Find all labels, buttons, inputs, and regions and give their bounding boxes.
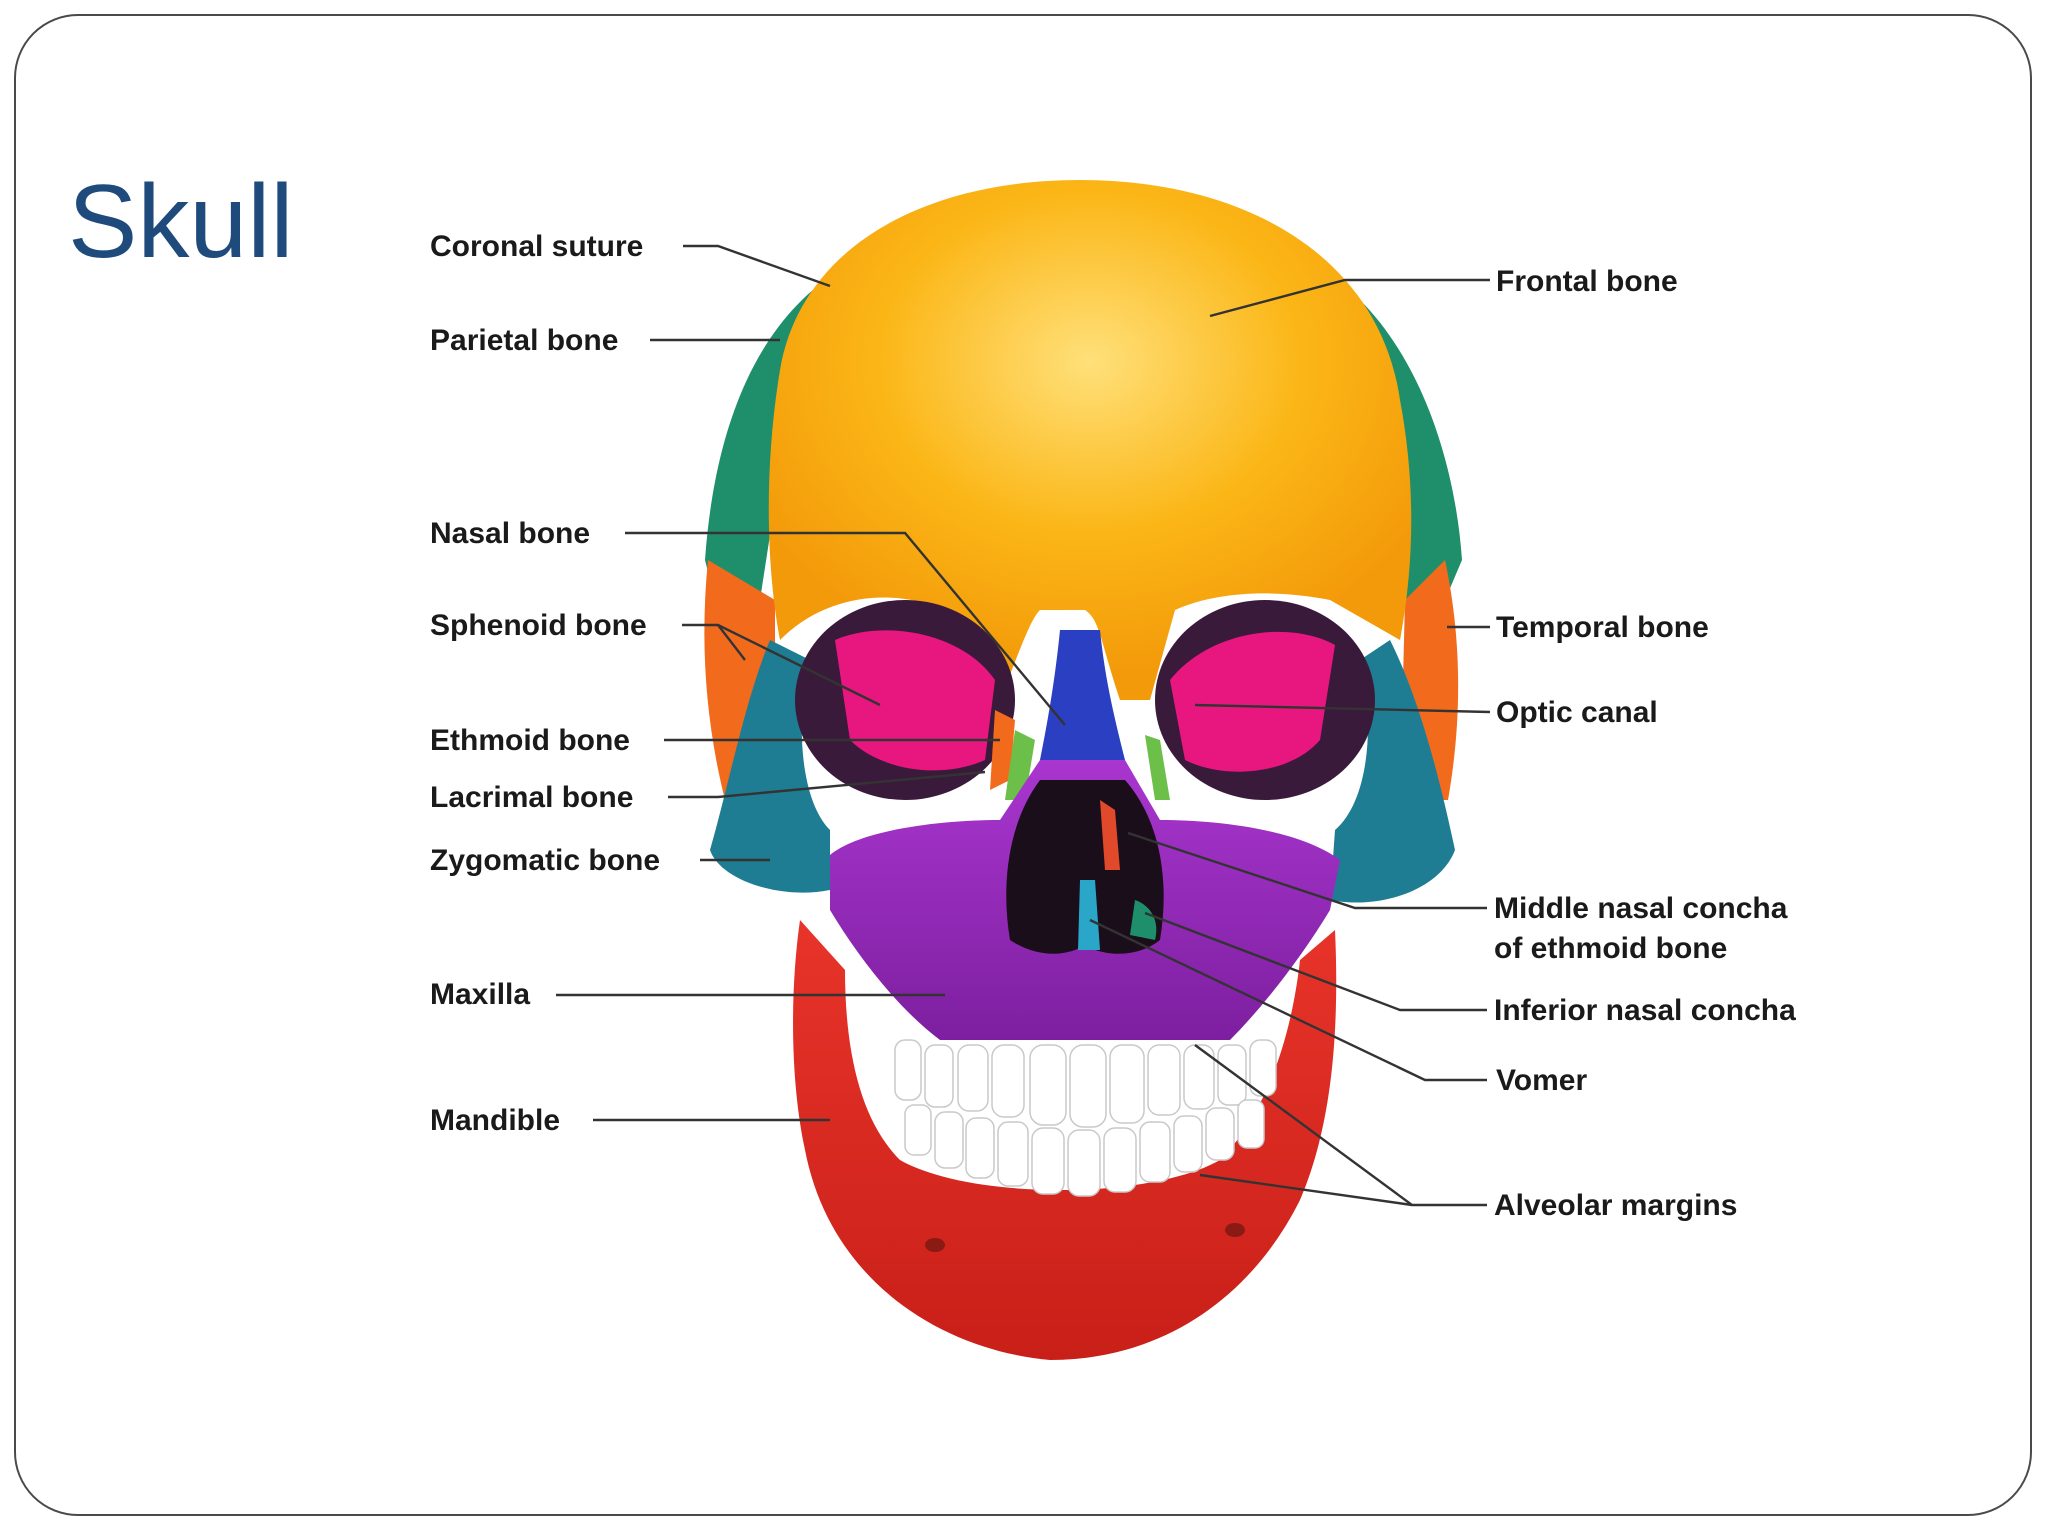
slide-title: Skull (68, 164, 294, 280)
label-lacrimal-bone: Lacrimal bone (430, 781, 633, 814)
label-nasal-bone: Nasal bone (430, 517, 590, 550)
lacrimal-bone-right-shape (1145, 735, 1170, 800)
label-ethmoid-bone: Ethmoid bone (430, 724, 630, 757)
leader-frontal-bone (1209, 278, 1490, 318)
label-optic-canal: Optic canal (1496, 696, 1658, 729)
leader-alveolar-margins-2 (1199, 1173, 1413, 1207)
label-alveolar-margins: Alveolar margins (1494, 1189, 1737, 1222)
leader-middle-nasal-concha (1127, 831, 1487, 910)
ethmoid-bone-shape (990, 710, 1015, 790)
skull-illustration (704, 180, 1462, 1360)
label-coronal-suture: Coronal suture (430, 230, 643, 263)
inferior-nasal-concha-shape (1130, 900, 1157, 940)
middle-nasal-concha-shape (1100, 800, 1120, 870)
label-temporal-bone: Temporal bone (1496, 611, 1709, 644)
leader-lines (556, 244, 1491, 1207)
vomer-shape (1078, 880, 1100, 950)
nasal-bone-shape (1040, 630, 1125, 760)
label-middle-nasal-concha-line2: of ethmoid bone (1494, 932, 1727, 965)
label-parietal-bone: Parietal bone (430, 324, 618, 357)
label-middle-nasal-concha-line1: Middle nasal concha (1494, 892, 1788, 925)
zygomatic-bone-right-shape (1330, 640, 1455, 903)
leader-nasal-bone (625, 531, 1066, 726)
leader-optic-canal (1194, 703, 1491, 714)
label-sphenoid-bone: Sphenoid bone (430, 609, 647, 642)
sphenoid-bone-right-shape (1170, 631, 1335, 772)
leader-inferior-nasal-concha (1144, 911, 1487, 1012)
label-vomer: Vomer (1496, 1064, 1587, 1097)
nasal-cavity (1006, 780, 1164, 954)
leader-coronal-suture (683, 244, 831, 288)
leader-vomer (1089, 918, 1487, 1082)
labels: Coronal suture Parietal bone Nasal bone … (430, 230, 1796, 1222)
label-zygomatic-bone: Zygomatic bone (430, 844, 660, 877)
leader-lacrimal-bone (668, 770, 986, 799)
sphenoid-bone-left-shape (835, 630, 995, 771)
label-maxilla: Maxilla (430, 978, 530, 1011)
leader-sphenoid-bone-2 (717, 624, 746, 661)
teeth (894, 1039, 1277, 1197)
mental-foramen-left (925, 1238, 945, 1252)
label-frontal-bone: Frontal bone (1496, 265, 1678, 298)
label-inferior-nasal-concha: Inferior nasal concha (1494, 994, 1796, 1027)
mental-foramen-right (1225, 1223, 1245, 1237)
frontal-bone-shape (768, 180, 1412, 700)
label-mandible: Mandible (430, 1104, 560, 1137)
